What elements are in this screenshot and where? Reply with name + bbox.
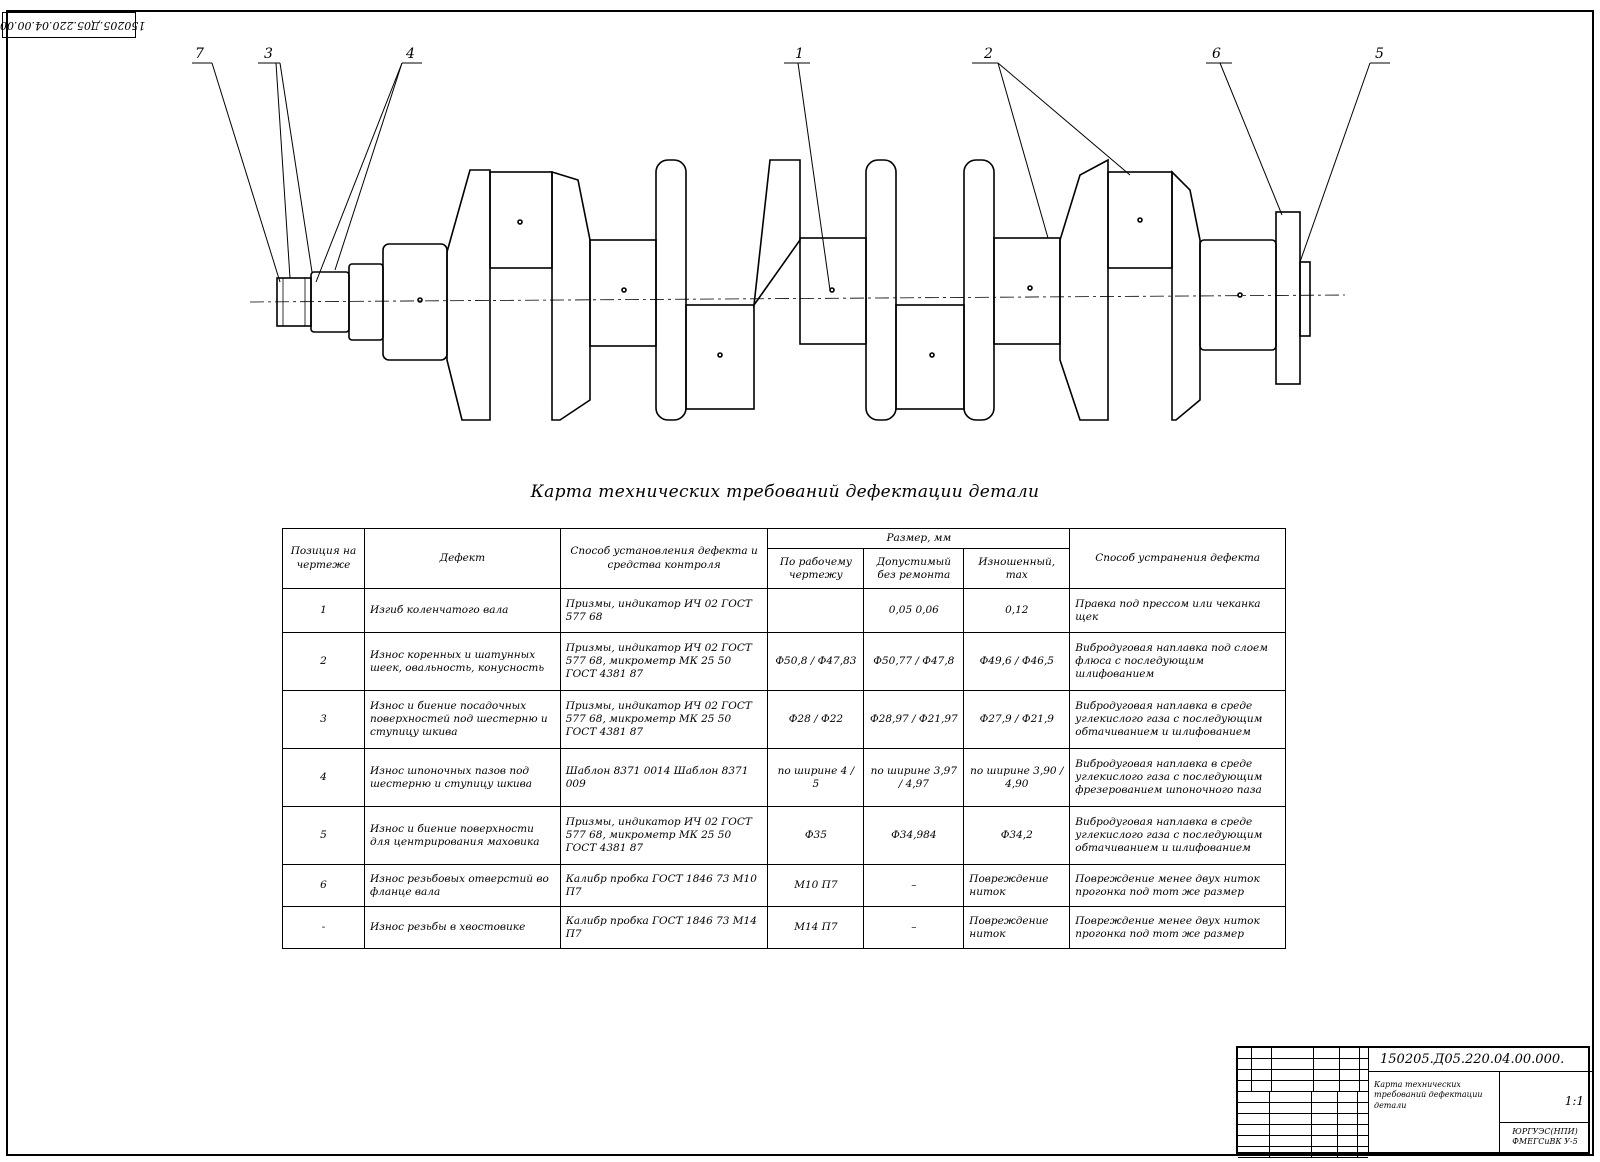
balloon-3: 3 [264, 46, 273, 62]
table-row: 3 Износ и биение посадочных поверхностей… [282, 690, 1286, 750]
cell-defect: Износ и биение посадочных поверхностей п… [363, 690, 561, 750]
cell-pos: 6 [282, 864, 365, 908]
cell-repair: Вибродуговая наплавка в среде углекислог… [1069, 748, 1286, 808]
cell-pos: 5 [282, 806, 365, 866]
balloon-7: 7 [195, 46, 204, 62]
cell-allowed: Ф34,984 [863, 806, 965, 866]
rotated-stamp: 150205.Д05.220.04.00.000 [0, 12, 145, 38]
cell-repair: Вибродуговая наплавка в среде углекислог… [1069, 690, 1286, 750]
cell-pos: 4 [282, 748, 365, 808]
cell-pos: 1 [282, 588, 365, 634]
table-row: - Износ резьбы в хвостовике Калибр пробк… [282, 906, 1286, 950]
cell-allowed: по ширине 3,97 / 4,97 [863, 748, 965, 808]
cell-worn: Повреждение ниток [963, 906, 1071, 950]
cell-nominal: по ширине 4 / 5 [767, 748, 865, 808]
table-row: 2 Износ коренных и шатунных шеек, овальн… [282, 632, 1286, 692]
balloon-4: 4 [406, 46, 415, 62]
document-code: 150205.Д05.220.04.00.000. [1368, 1048, 1592, 1072]
cell-defect: Износ шпоночных пазов под шестерню и сту… [363, 748, 561, 808]
cell-method: Шаблон 8371 0014 Шаблон 8371 009 [559, 748, 769, 808]
defect-table: Позиция на чертеже Дефект Способ установ… [282, 527, 1286, 950]
header-repair: Способ устранения дефекта [1069, 527, 1286, 590]
title-block-grid [1238, 1048, 1369, 1158]
cell-defect: Изгиб коленчатого вала [363, 588, 561, 634]
cell-repair: Повреждение менее двух ниток прогонка по… [1069, 906, 1286, 950]
balloon-1: 1 [795, 46, 804, 62]
cell-repair: Вибродуговая наплавка в среде углекислог… [1069, 806, 1286, 866]
cell-nominal: М14 П7 [767, 906, 865, 950]
title-block: 150205.Д05.220.04.00.000. Карта техничес… [1236, 1046, 1592, 1158]
header-nominal: По рабочему чертежу [767, 548, 865, 590]
cell-worn: Повреждение ниток [963, 864, 1071, 908]
table-row: 4 Износ шпоночных пазов под шестерню и с… [282, 748, 1286, 808]
drawing-frame [6, 10, 1594, 1156]
balloon-5: 5 [1375, 46, 1384, 62]
header-worn: Изношенный, max [963, 548, 1071, 590]
cell-method: Призмы, индикатор ИЧ 02 ГОСТ 577 68, мик… [559, 806, 769, 866]
cell-defect: Износ и биение поверхности для центриров… [363, 806, 561, 866]
cell-worn: Ф34,2 [963, 806, 1071, 866]
cell-worn: по ширине 3,90 / 4,90 [963, 748, 1071, 808]
cell-allowed: 0,05 0,06 [863, 588, 965, 634]
table-row: 6 Износ резьбовых отверстий во фланце ва… [282, 864, 1286, 908]
cell-allowed: Ф50,77 / Ф47,8 [863, 632, 965, 692]
table-row: 1 Изгиб коленчатого вала Призмы, индикат… [282, 588, 1286, 634]
cell-repair: Правка под прессом или чеканка щек [1069, 588, 1286, 634]
cell-nominal: Ф28 / Ф22 [767, 690, 865, 750]
cell-worn: 0,12 [963, 588, 1071, 634]
title-block-right: 1:1 ЮРГУЭС(НПИ) ФМЕГСиВК У-5 [1500, 1072, 1590, 1152]
cell-nominal: М10 П7 [767, 864, 865, 908]
cell-worn: Ф27,9 / Ф21,9 [963, 690, 1071, 750]
document-name: Карта технических требований дефектации … [1368, 1072, 1500, 1152]
cell-repair: Вибродуговая наплавка под слоем флюса с … [1069, 632, 1286, 692]
cell-method: Призмы, индикатор ИЧ 02 ГОСТ 577 68, мик… [559, 632, 769, 692]
cell-defect: Износ резьбовых отверстий во фланце вала [363, 864, 561, 908]
crankshaft-drawing [192, 62, 1390, 421]
cell-defect: Износ коренных и шатунных шеек, овальнос… [363, 632, 561, 692]
cell-method: Призмы, индикатор ИЧ 02 ГОСТ 577 68 [559, 588, 769, 634]
cell-pos: - [282, 906, 365, 950]
cell-nominal: Ф50,8 / Ф47,83 [767, 632, 865, 692]
cell-method: Калибр пробка ГОСТ 1846 73 М10 П7 [559, 864, 769, 908]
header-position: Позиция на чертеже [282, 527, 365, 590]
organization: ЮРГУЭС(НПИ) ФМЕГСиВК У-5 [1500, 1122, 1590, 1152]
cell-allowed: – [863, 864, 965, 908]
cell-nominal [767, 588, 865, 634]
cell-repair: Повреждение менее двух ниток прогонка по… [1069, 864, 1286, 908]
header-method: Способ установления дефекта и средства к… [559, 527, 769, 590]
cell-pos: 2 [282, 632, 365, 692]
cell-pos: 3 [282, 690, 365, 750]
table-row: 5 Износ и биение поверхности для центрир… [282, 806, 1286, 866]
cell-method: Калибр пробка ГОСТ 1846 73 М14 П7 [559, 906, 769, 950]
cell-worn: Ф49,6 / Ф46,5 [963, 632, 1071, 692]
balloon-6: 6 [1212, 46, 1221, 62]
balloon-2: 2 [984, 46, 993, 62]
cell-defect: Износ резьбы в хвостовике [363, 906, 561, 950]
header-allowed: Допустимый без ремонта [863, 548, 965, 590]
header-size-group: Размер, мм [767, 527, 1071, 550]
cell-allowed: – [863, 906, 965, 950]
scale-value: 1:1 [1564, 1094, 1584, 1108]
cell-nominal: Ф35 [767, 806, 865, 866]
cell-method: Призмы, индикатор ИЧ 02 ГОСТ 577 68, мик… [559, 690, 769, 750]
header-defect: Дефект [363, 527, 561, 590]
cell-allowed: Ф28,97 / Ф21,97 [863, 690, 965, 750]
card-title: Карта технических требований дефектации … [530, 482, 1040, 502]
